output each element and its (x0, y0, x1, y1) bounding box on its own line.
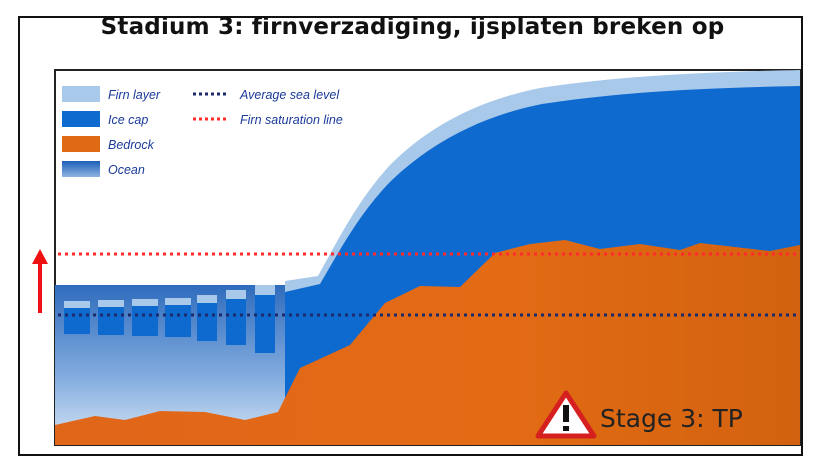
legend-swatch-firn (62, 86, 100, 102)
page-title: Stadium 3: firnverzadiging, ijsplaten br… (100, 14, 725, 40)
legend-swatch-bedrock (62, 136, 100, 152)
legend-label-bedrock: Bedrock (108, 138, 155, 152)
legend-label-ocean: Ocean (108, 163, 145, 177)
arrow-up-icon (32, 249, 48, 313)
legend-label-firn: Firn layer (108, 88, 161, 102)
legend-label-ice: Ice cap (108, 113, 148, 127)
ice-shelf-fragments (64, 285, 275, 353)
stage-label: Stage 3: TP (600, 404, 743, 433)
legend-label-saturation: Firn saturation line (240, 113, 343, 127)
legend: Firn layer Ice cap Bedrock Ocean Average… (62, 86, 343, 177)
warning-triangle-icon (535, 390, 597, 439)
legend-label-sea-level: Average sea level (239, 88, 340, 102)
legend-swatch-ice (62, 111, 100, 127)
legend-swatch-ocean (62, 161, 100, 177)
bedrock (55, 240, 800, 445)
